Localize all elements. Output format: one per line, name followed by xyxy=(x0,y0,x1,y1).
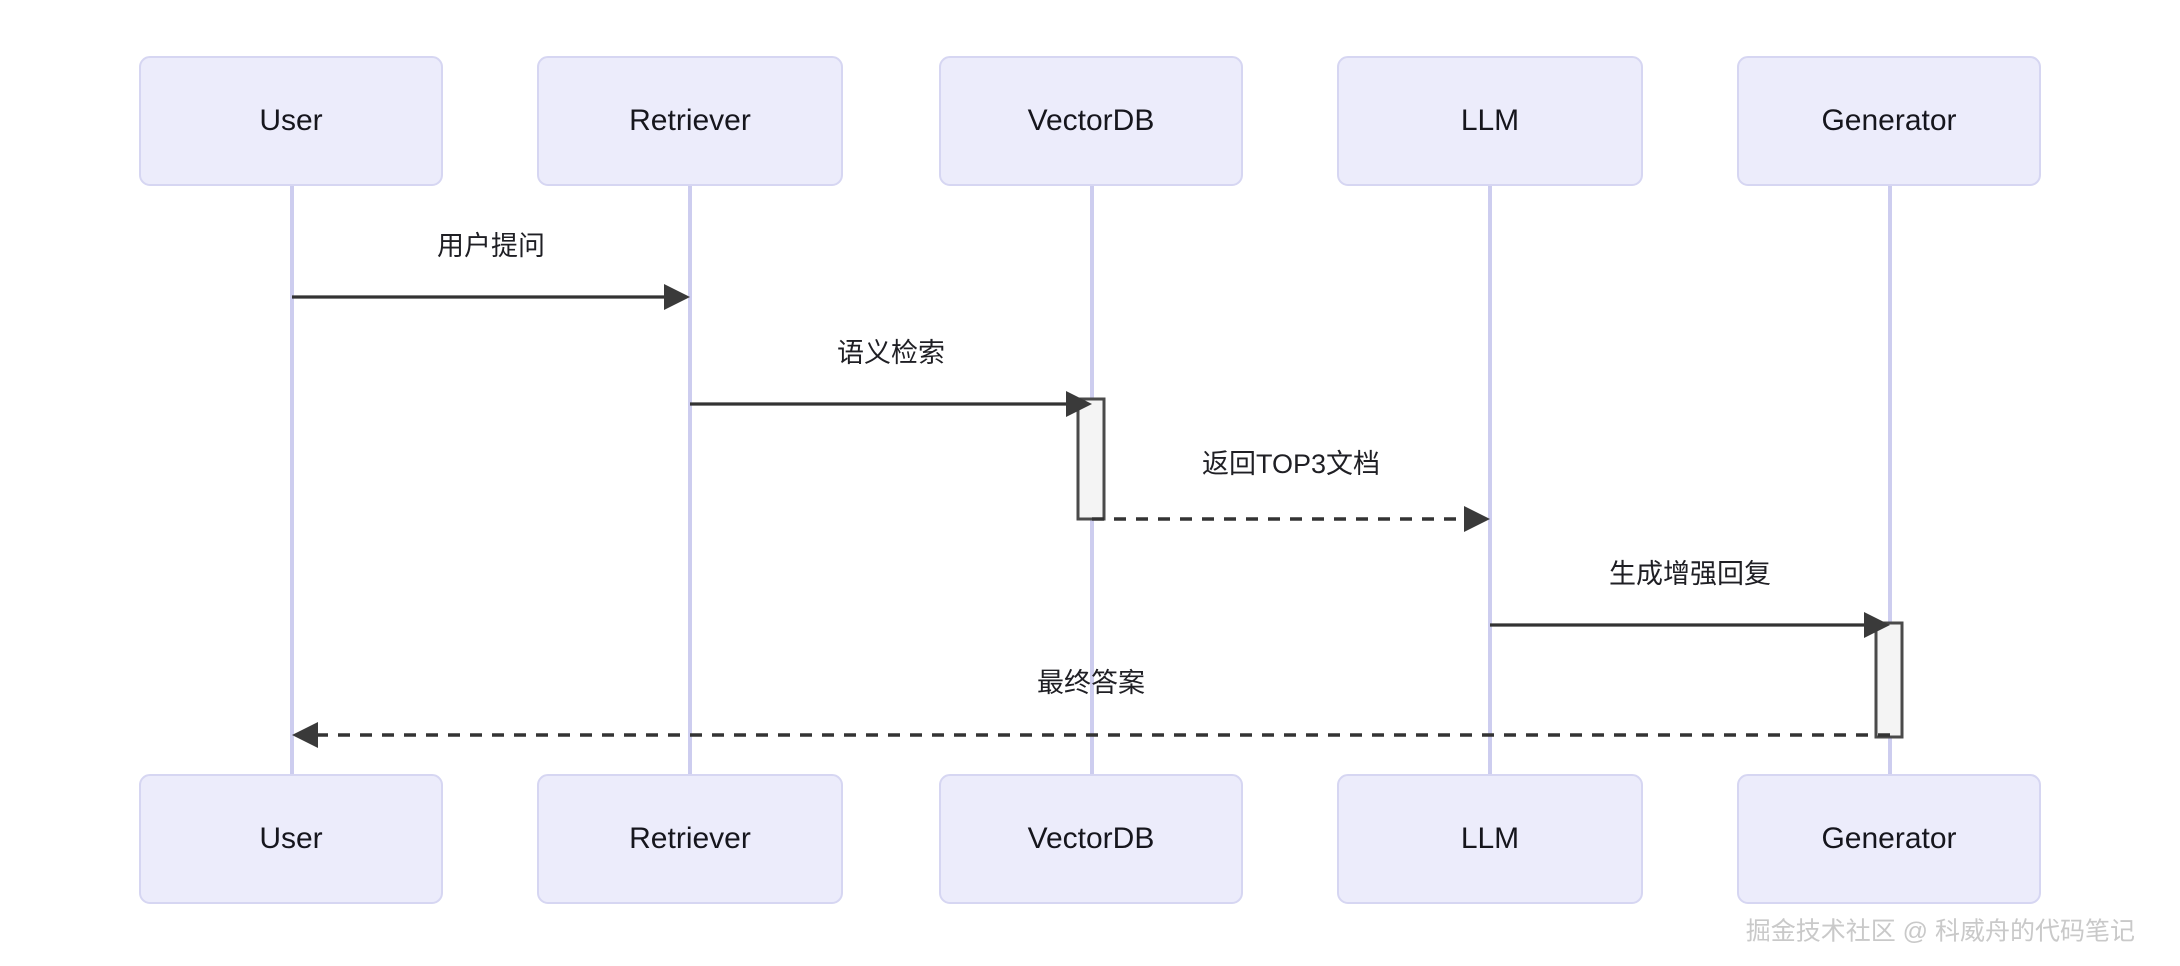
participant-box-llm[interactable] xyxy=(1337,774,1643,904)
participant-label-generator: Generator xyxy=(1821,104,1956,137)
participant-label-llm: LLM xyxy=(1461,104,1519,137)
participant-box-llm[interactable] xyxy=(1337,56,1643,186)
message-arrowhead-1 xyxy=(664,284,690,310)
message-label-1: 用户提问 xyxy=(437,231,545,261)
participant-generator-top[interactable]: Generator xyxy=(1737,56,2041,186)
message-arrowhead-4 xyxy=(1864,612,1890,638)
message-label-3: 返回TOP3文档 xyxy=(1202,449,1380,479)
message-label-2: 语义检索 xyxy=(837,338,945,368)
participant-label-user: User xyxy=(259,104,322,137)
participant-user-bottom[interactable]: User xyxy=(139,774,443,904)
participant-box-user[interactable] xyxy=(139,774,443,904)
participant-user-top[interactable]: User xyxy=(139,56,443,186)
participant-llm-top[interactable]: LLM xyxy=(1337,56,1643,186)
activation-bar-vectordb xyxy=(1076,397,1106,521)
participant-vectordb-top[interactable]: VectorDB xyxy=(939,56,1243,186)
message-arrowhead-2 xyxy=(1066,391,1092,417)
participant-llm-bottom[interactable]: LLM xyxy=(1337,774,1643,904)
actor-boxes-bottom: User Retriever VectorDB LLM Generator xyxy=(139,774,2041,904)
participant-box-retriever[interactable] xyxy=(537,56,843,186)
participant-label-retriever: Retriever xyxy=(629,822,751,855)
participant-label-vectordb: VectorDB xyxy=(1028,104,1155,137)
participant-label-generator: Generator xyxy=(1821,822,1956,855)
participant-box-generator[interactable] xyxy=(1737,774,2041,904)
message-arrowhead-3 xyxy=(1464,506,1490,532)
participant-label-user: User xyxy=(259,822,322,855)
message-4: 生成增强回复 xyxy=(1490,559,1890,638)
message-label-5: 最终答案 xyxy=(1037,668,1145,698)
participant-box-vectordb[interactable] xyxy=(939,56,1243,186)
activation-bars-group xyxy=(1076,397,1904,739)
activation-bar-generator xyxy=(1874,621,1904,739)
participant-generator-bottom[interactable]: Generator xyxy=(1737,774,2041,904)
participant-label-llm: LLM xyxy=(1461,822,1519,855)
message-arrowhead-5 xyxy=(292,722,318,748)
message-3: 返回TOP3文档 xyxy=(1092,449,1490,532)
message-1: 用户提问 xyxy=(292,231,690,310)
message-2: 语义检索 xyxy=(690,338,1092,417)
participant-vectordb-bottom[interactable]: VectorDB xyxy=(939,774,1243,904)
participant-label-retriever: Retriever xyxy=(629,104,751,137)
watermark-label: 掘金技术社区 @ 科威舟的代码笔记 xyxy=(1746,918,2135,946)
participant-box-retriever[interactable] xyxy=(537,774,843,904)
participant-box-vectordb[interactable] xyxy=(939,774,1243,904)
participant-retriever-bottom[interactable]: Retriever xyxy=(537,774,843,904)
message-5: 最终答案 xyxy=(292,668,1890,748)
participant-box-generator[interactable] xyxy=(1737,56,2041,186)
message-label-4: 生成增强回复 xyxy=(1609,559,1771,589)
participant-label-vectordb: VectorDB xyxy=(1028,822,1155,855)
participant-retriever-top[interactable]: Retriever xyxy=(537,56,843,186)
actor-boxes-top: User Retriever VectorDB LLM Generator xyxy=(139,56,2041,186)
participant-box-user[interactable] xyxy=(139,56,443,186)
